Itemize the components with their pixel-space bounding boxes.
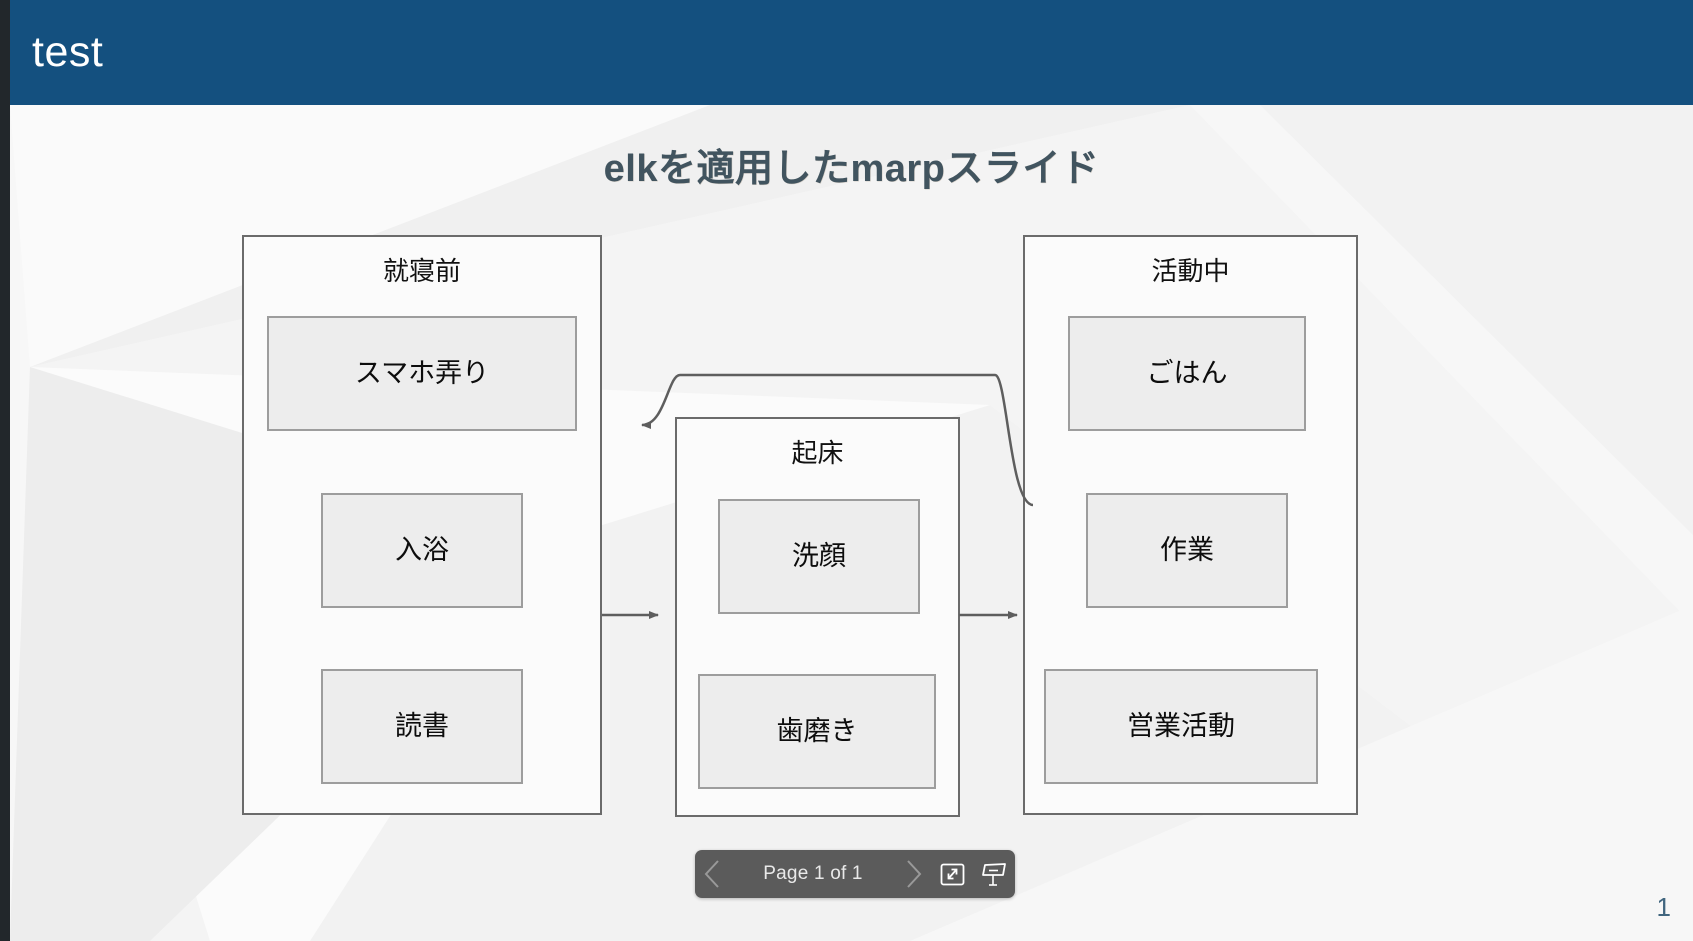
presenter-view-icon bbox=[982, 863, 1006, 886]
node-label-bath: 入浴 bbox=[395, 535, 449, 566]
node-smartphone[interactable]: スマホ弄り bbox=[267, 316, 577, 431]
presenter-view-button[interactable] bbox=[973, 850, 1015, 898]
node-wash-face[interactable]: 洗顔 bbox=[718, 499, 920, 614]
node-label-work: 作業 bbox=[1160, 535, 1214, 566]
node-label-reading: 読書 bbox=[395, 711, 449, 742]
page-indicator: Page 1 of 1 bbox=[763, 863, 863, 884]
node-brush-teeth[interactable]: 歯磨き bbox=[698, 674, 936, 789]
group-label-active: 活動中 bbox=[1151, 257, 1230, 287]
prev-page-button[interactable] bbox=[695, 850, 729, 898]
group-label-wake-up: 起床 bbox=[791, 439, 844, 469]
next-page-button[interactable] bbox=[897, 850, 931, 898]
page-title: test bbox=[32, 28, 104, 76]
node-sales[interactable]: 営業活動 bbox=[1044, 669, 1318, 784]
slide-title: elkを適用したmarpスライド bbox=[603, 148, 1100, 190]
node-label-smartphone: スマホ弄り bbox=[354, 358, 490, 389]
node-work[interactable]: 作業 bbox=[1086, 493, 1288, 608]
slide-canvas: elkを適用したmarpスライド bbox=[10, 105, 1693, 941]
presentation-toolbar: Page 1 of 1 bbox=[695, 850, 1015, 898]
node-bath[interactable]: 入浴 bbox=[321, 493, 523, 608]
slide-page-number: 1 bbox=[1656, 892, 1671, 922]
node-label-meal: ごはん bbox=[1146, 358, 1228, 389]
fullscreen-button[interactable] bbox=[931, 850, 973, 898]
node-reading[interactable]: 読書 bbox=[321, 669, 523, 784]
fullscreen-icon bbox=[940, 863, 964, 885]
node-label-sales: 営業活動 bbox=[1127, 711, 1235, 742]
elk-diagram: 就寝前 スマホ弄り 入浴 読書 起床 洗顔 歯磨き 活動中 bbox=[10, 105, 1693, 941]
node-meal[interactable]: ごはん bbox=[1068, 316, 1306, 431]
chevron-left-icon bbox=[704, 860, 719, 888]
node-label-brush-teeth: 歯磨き bbox=[776, 716, 858, 747]
group-label-before-bed: 就寝前 bbox=[382, 257, 461, 287]
node-label-wash-face: 洗顔 bbox=[792, 541, 846, 572]
chevron-right-icon bbox=[907, 860, 922, 888]
app-header: test bbox=[10, 0, 1693, 105]
window-left-rail bbox=[0, 0, 10, 941]
